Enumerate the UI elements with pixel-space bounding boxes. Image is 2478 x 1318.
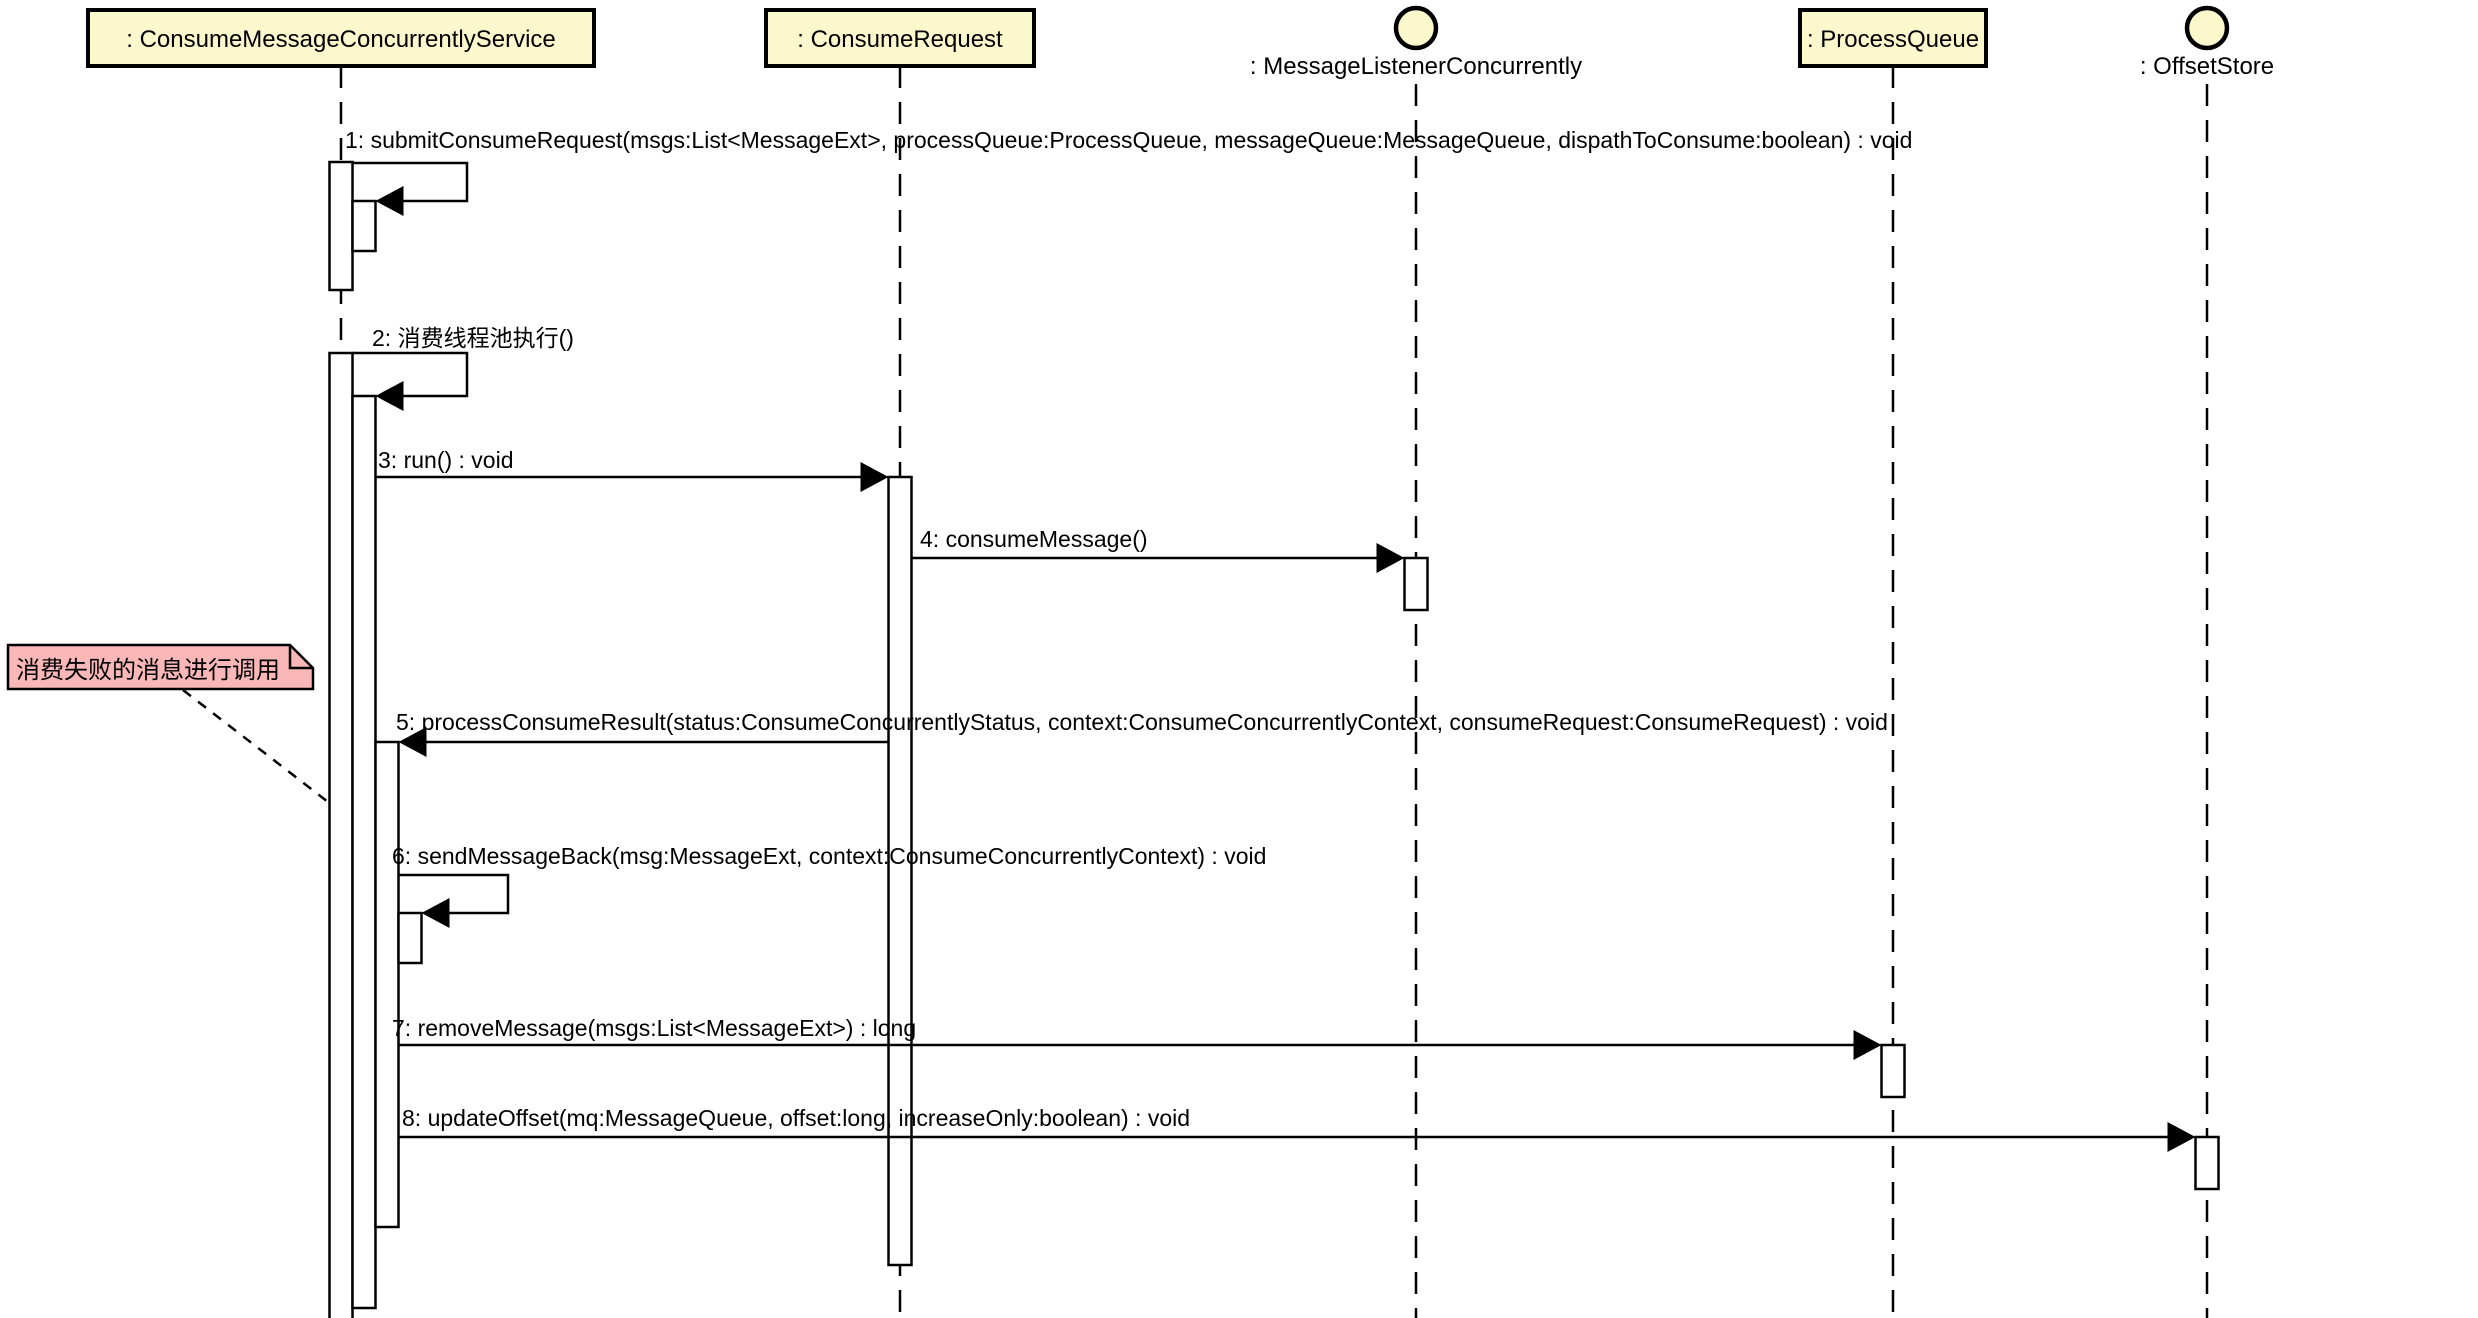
message-1-arrowhead xyxy=(375,186,404,216)
participant-headers: : ConsumeMessageConcurrentlyService : Co… xyxy=(86,5,2274,80)
participant-label-message-listener-concurrently: : MessageListenerConcurrently xyxy=(1250,53,1582,80)
message-2-label: 2: 消费线程池执行() xyxy=(372,325,574,351)
activation-process-queue xyxy=(1880,1043,1906,1099)
message-8-arrowhead xyxy=(2167,1122,2196,1152)
message-7-label: 7: removeMessage(msgs:List<MessageExt>) … xyxy=(392,1015,916,1041)
message-5-arrowhead xyxy=(398,727,427,757)
note: 消费失败的消息进行调用 xyxy=(6,643,315,691)
messages: 1: submitConsumeRequest(msgs:List<Messag… xyxy=(345,127,2196,1152)
note-fold-corner xyxy=(288,645,313,670)
message-2-arrowhead xyxy=(375,381,404,411)
note-label: 消费失败的消息进行调用 xyxy=(16,657,280,684)
activation-service-msg1-nested xyxy=(351,199,377,253)
activation-service-msg1 xyxy=(328,160,354,292)
activation-message-listener xyxy=(1403,556,1429,612)
message-1-line xyxy=(352,161,469,203)
message-1-label: 1: submitConsumeRequest(msgs:List<Messag… xyxy=(345,127,1912,153)
activation-service-msg5 xyxy=(374,740,400,1229)
message-6-label: 6: sendMessageBack(msg:MessageExt, conte… xyxy=(392,843,1266,869)
note-anchor-line xyxy=(182,689,399,857)
message-5-label: 5: processConsumeResult(status:ConsumeCo… xyxy=(396,709,1888,735)
participant-label-consume-message-concurrently-service: : ConsumeMessageConcurrentlyService xyxy=(126,26,556,53)
message-6-arrowhead xyxy=(421,898,450,928)
participant-box-consume-message-concurrently-service xyxy=(86,8,596,68)
message-3-arrowhead xyxy=(860,462,889,492)
activation-service-msg2-outer xyxy=(328,351,354,1318)
participant-box-consume-request xyxy=(764,8,1036,68)
participant-label-consume-request: : ConsumeRequest xyxy=(797,26,1003,53)
message-3-label: 3: run() : void xyxy=(378,447,514,473)
participant-circle-icon-message-listener-concurrently xyxy=(1393,5,1439,51)
activation-bars xyxy=(328,160,2220,1318)
participant-box-process-queue xyxy=(1798,8,1988,68)
message-6-line xyxy=(398,873,510,915)
activation-offset-store xyxy=(2194,1135,2220,1191)
participant-label-offset-store: : OffsetStore xyxy=(2140,53,2274,80)
activation-service-msg6-nested xyxy=(397,911,423,965)
activation-service-msg2-inner xyxy=(351,394,377,1310)
note-shape xyxy=(6,643,315,691)
message-4-arrowhead xyxy=(1376,543,1405,573)
participant-circle-icon-offset-store xyxy=(2184,5,2230,51)
activation-consume-request xyxy=(887,475,913,1267)
message-2-line xyxy=(352,351,469,398)
participant-label-process-queue: : ProcessQueue xyxy=(1807,26,1979,53)
message-8-label: 8: updateOffset(mq:MessageQueue, offset:… xyxy=(402,1105,1190,1131)
message-4-label: 4: consumeMessage() xyxy=(920,526,1148,552)
message-7-arrowhead xyxy=(1853,1030,1882,1060)
